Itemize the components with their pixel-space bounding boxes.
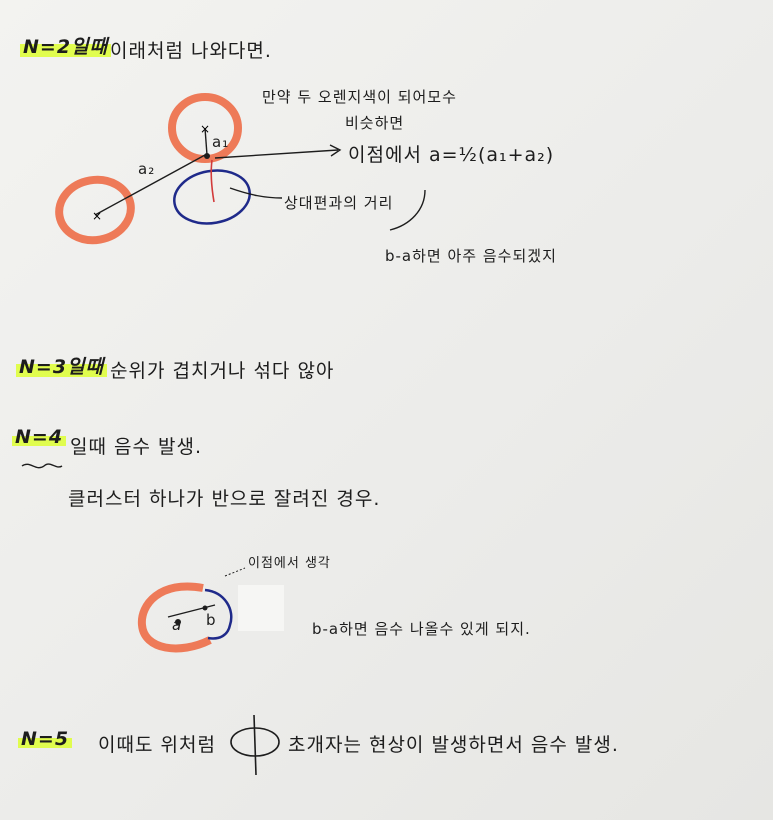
- n2-note-top: 만약 두 오렌지색이 되어모수: [262, 88, 457, 106]
- arrow-head: [329, 144, 342, 157]
- overlap-line: [253, 714, 257, 776]
- orange-cluster-top: [168, 93, 242, 163]
- note-pointer: [224, 567, 246, 577]
- n5-overlap-symbol: [230, 714, 280, 776]
- label-a1: a₁: [212, 133, 230, 151]
- n5-label: N=5: [18, 728, 73, 750]
- a1-distance-line: [204, 127, 208, 156]
- n4-text: 일때 음수 발생.: [70, 436, 202, 458]
- correction-tape: [238, 585, 284, 631]
- n2-cluster-diagram: × ×: [55, 93, 426, 245]
- center-point: [204, 153, 210, 159]
- label-b: b: [206, 611, 217, 629]
- n2-formula: 이점에서 a=½(a₁+a₂): [348, 144, 555, 166]
- arrow-to-navy-note: [229, 187, 283, 199]
- n4-note: 이점에서 생각: [248, 556, 331, 571]
- n2-label: N=2일때: [20, 32, 112, 59]
- cross-mark-left: ×: [92, 209, 102, 223]
- tilde-mark: [21, 463, 63, 469]
- orange-cluster-half: [137, 582, 212, 653]
- a2-distance-line: [94, 154, 206, 216]
- n3-label: N=3일때: [16, 352, 108, 379]
- red-distance-arc: [210, 159, 215, 203]
- n2-heading-text: 이래처럼 나와다면.: [110, 40, 272, 62]
- n2-side-note: 상대편과의 거리: [284, 194, 394, 212]
- cross-mark-top: ×: [200, 122, 210, 136]
- n2-bottom-note: b-a하면 아주 음수되겠지: [385, 247, 557, 265]
- n4-label: N=4: [12, 426, 67, 448]
- n4-side-note: b-a하면 음수 나올수 있게 되지.: [312, 620, 531, 638]
- navy-cluster: [173, 169, 251, 225]
- navy-cluster-half: [204, 588, 233, 640]
- n2-note-mid: 비슷하면: [345, 114, 405, 132]
- n3-text: 순위가 겹치거나 섞다 않아: [110, 360, 335, 382]
- arrow-to-formula: [214, 149, 339, 159]
- connector-curve: [389, 189, 426, 231]
- n4-subtext: 클러스터 하나가 반으로 잘려진 경우.: [68, 488, 381, 510]
- n5-text: 이때도 위처럼: [98, 734, 216, 756]
- n5-text2: 초개자는 현상이 발생하면서 음수 발생.: [288, 734, 619, 756]
- label-a: a: [172, 616, 183, 634]
- orange-cluster-left: [55, 175, 135, 245]
- point-b: [202, 605, 208, 611]
- point-a: [175, 619, 181, 625]
- label-a2: a₂: [138, 160, 156, 178]
- n4-cluster-diagram: [137, 567, 284, 653]
